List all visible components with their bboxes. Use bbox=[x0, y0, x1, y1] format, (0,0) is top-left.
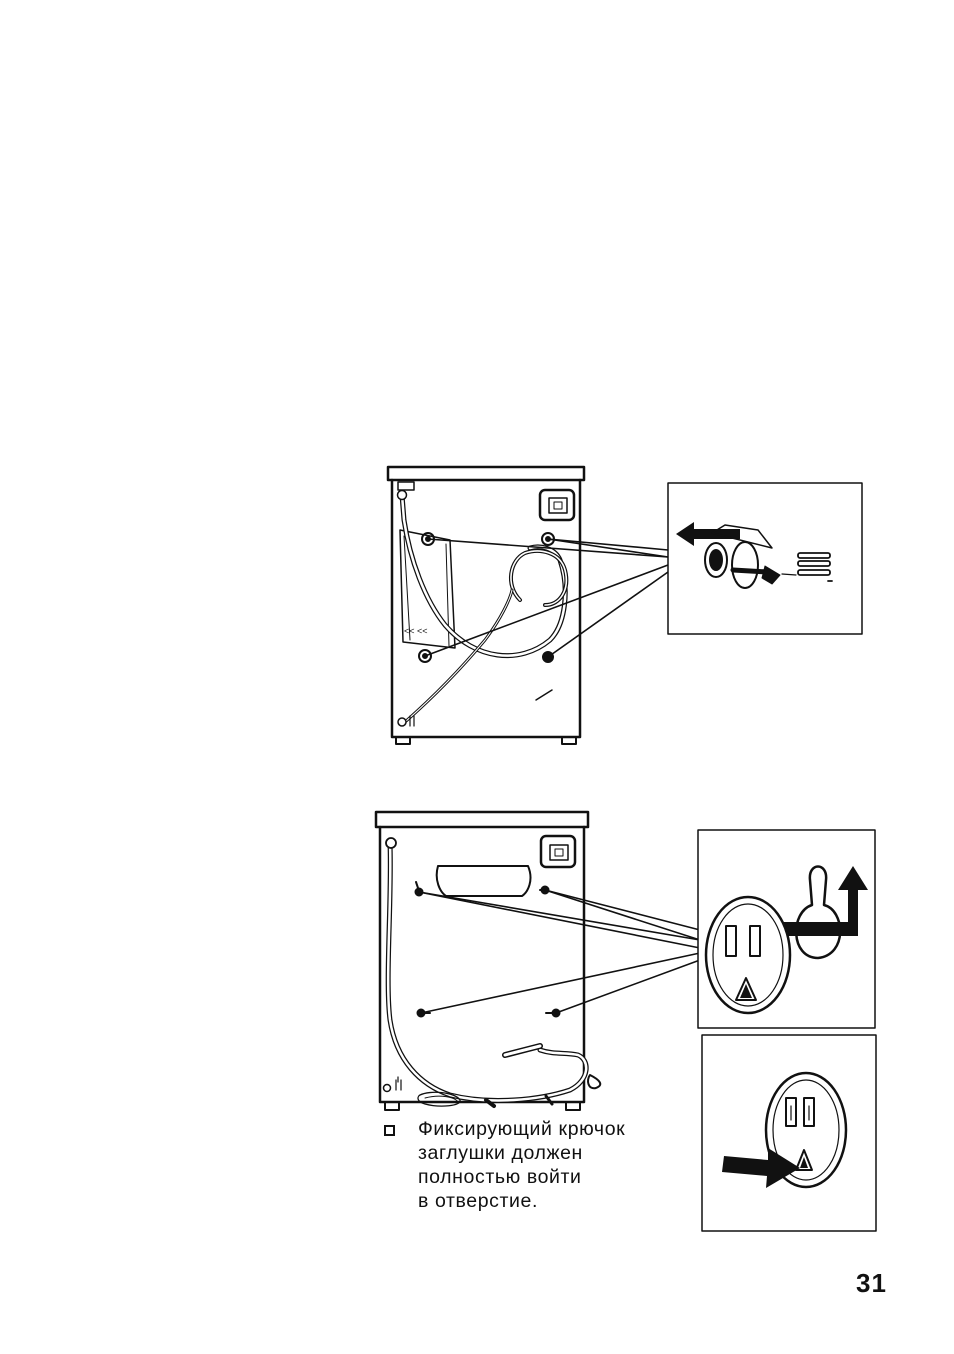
detail-box-hole-cover-insert bbox=[702, 1035, 876, 1231]
svg-text:<< <<: << << bbox=[404, 626, 428, 636]
washer-rear-view-1: << << bbox=[388, 467, 584, 744]
callout-lines-2 bbox=[419, 890, 700, 1013]
detail-box-transport-bolt bbox=[668, 483, 862, 634]
washer-rear-view-2 bbox=[376, 812, 600, 1110]
note-text: Фиксирующий крючок заглушки должен полно… bbox=[418, 1117, 678, 1213]
checkbox-bullet-icon bbox=[384, 1125, 395, 1136]
detail-box-hole-cover bbox=[698, 830, 875, 1028]
page-number: 31 bbox=[856, 1268, 887, 1299]
hole-cover-icon bbox=[706, 897, 790, 1013]
